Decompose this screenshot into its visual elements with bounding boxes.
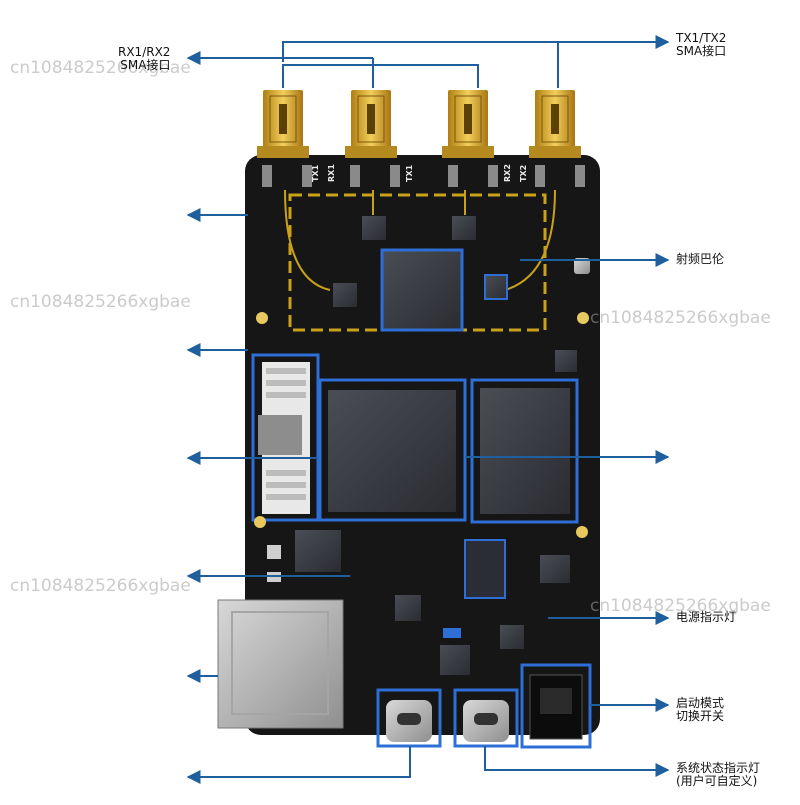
mounting-holes	[254, 312, 589, 538]
silk-rx2: RX2	[503, 164, 512, 182]
silk-tx1-b: TX1	[405, 164, 414, 182]
rf-chip-2	[452, 216, 476, 240]
label-rx-sma: RX1/RX2 SMA接口	[118, 46, 170, 72]
main-processor-highlight	[318, 378, 467, 522]
rf-traces	[284, 189, 556, 291]
watermark-2: cn1084825266xgbae	[10, 292, 191, 312]
balun-chip	[484, 274, 508, 300]
rf-chip-1	[362, 216, 386, 240]
rf-shield-outline	[288, 193, 547, 332]
main-processor	[328, 390, 456, 512]
label-rx-sma-line2: SMA接口	[120, 58, 171, 72]
label-rx-sma-line1: RX1/RX2	[118, 45, 171, 59]
silk-tx1-a: TX1	[311, 164, 320, 182]
ufl-connector	[574, 258, 590, 274]
label-rf-balun: 射频巴伦	[676, 253, 724, 266]
label-status-led-line2: (用户可自定义)	[676, 774, 758, 788]
sma-connector-1	[257, 90, 309, 158]
watermark-5: cn1084825266xgbae	[590, 596, 771, 616]
rf-transceiver-chip	[380, 248, 464, 332]
watermark-1: cn1084825266xgbae	[10, 58, 191, 78]
label-status-led-line1: 系统状态指示灯	[676, 761, 761, 775]
label-tx-sma-line1: TX1/TX2	[676, 31, 727, 45]
silk-tx2: TX2	[519, 165, 528, 182]
label-boot-switch-line2: 切换开关	[676, 709, 725, 723]
label-boot-switch-line1: 启动模式	[676, 696, 725, 710]
fpga-chip	[480, 388, 570, 514]
label-power-led-line1: 电源指示灯	[676, 610, 737, 624]
label-power-led: 电源指示灯	[676, 611, 736, 624]
annotation-lines	[186, 35, 670, 784]
rf-chip-3	[333, 283, 357, 307]
sma-connector-3	[442, 90, 494, 158]
label-tx-sma: TX1/TX2 SMA接口	[676, 32, 726, 58]
label-boot-switch: 启动模式 切换开关	[676, 697, 724, 723]
small-components	[267, 350, 577, 675]
sma-connector-4	[529, 90, 581, 158]
label-tx-sma-line2: SMA接口	[676, 44, 727, 58]
watermark-4: cn1084825266xgbae	[590, 308, 771, 328]
edge-pads	[262, 165, 585, 187]
fpga-highlight	[470, 378, 579, 524]
ethernet-jack	[217, 599, 344, 729]
watermark-3: cn1084825266xgbae	[10, 576, 191, 596]
label-status-led: 系统状态指示灯 (用户可自定义)	[676, 762, 760, 788]
board-connector-highlight	[251, 353, 320, 522]
sma-connector-2	[345, 90, 397, 158]
silk-rx1-a: RX1	[327, 164, 336, 182]
label-rf-balun-line1: 射频巴伦	[676, 252, 725, 266]
